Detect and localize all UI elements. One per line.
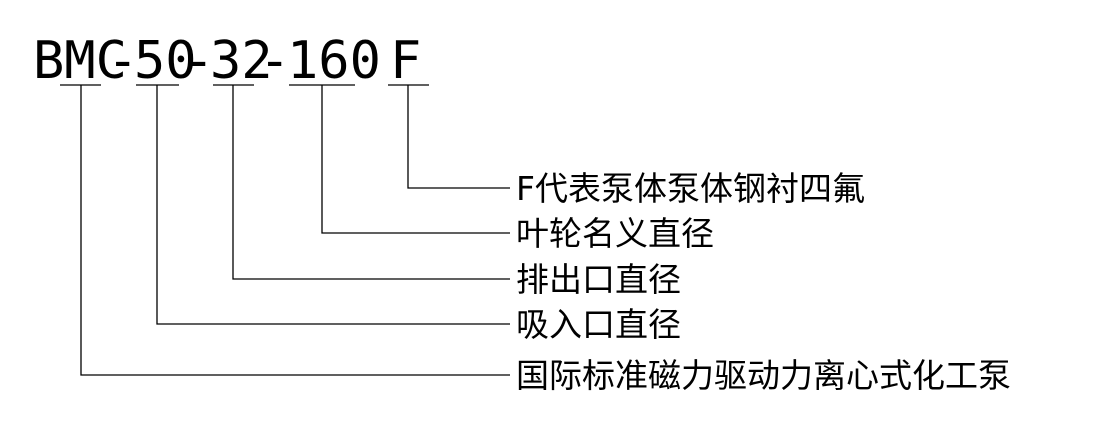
desc-impeller: 叶轮名义直径 bbox=[516, 214, 714, 253]
code-dash-3: - bbox=[259, 31, 290, 91]
code-f: F bbox=[390, 31, 421, 91]
code-dash-1: - bbox=[107, 31, 138, 91]
leader-32 bbox=[232, 85, 510, 280]
leader-f bbox=[407, 85, 510, 189]
code-32: 32 bbox=[210, 31, 273, 91]
desc-f: F代表泵体泵体钢衬四氟 bbox=[516, 169, 865, 208]
leader-50 bbox=[156, 85, 510, 325]
desc-outlet: 排出口直径 bbox=[516, 260, 681, 299]
leader-bmc bbox=[80, 85, 510, 376]
code-bmc: BMC bbox=[33, 31, 127, 91]
code-50: 50 bbox=[134, 31, 197, 91]
desc-inlet: 吸入口直径 bbox=[516, 305, 681, 344]
leader-160 bbox=[321, 85, 510, 234]
desc-pump-type: 国际标准磁力驱动力离心式化工泵 bbox=[516, 356, 1011, 395]
code-dash-2: - bbox=[183, 31, 214, 91]
code-160: 160 bbox=[287, 31, 381, 91]
